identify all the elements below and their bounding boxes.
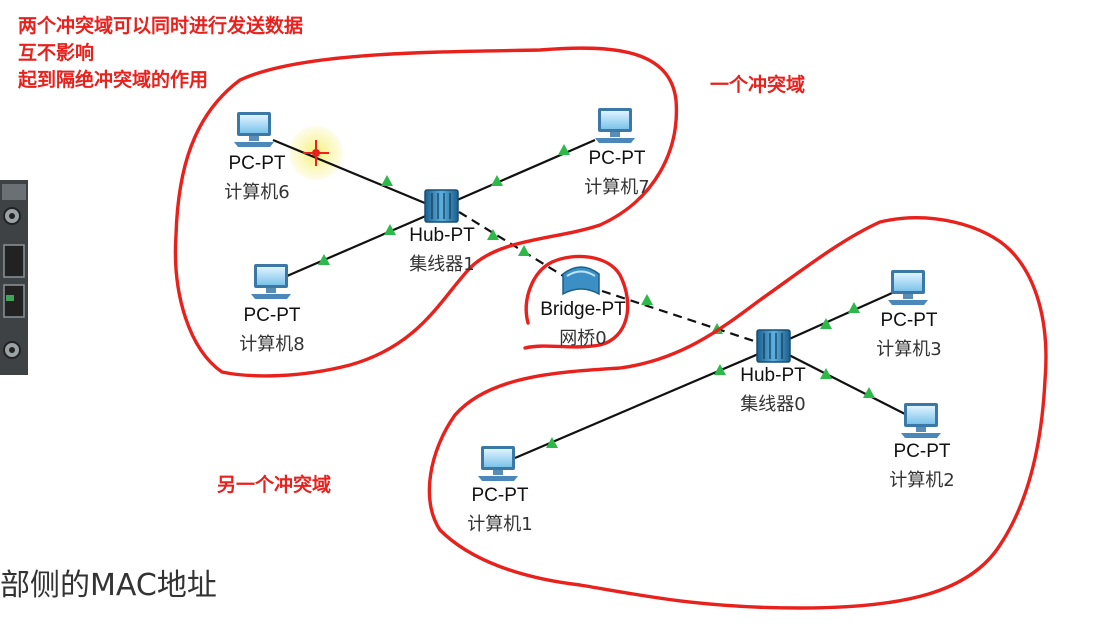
hub0-hub-icon[interactable] [756,329,791,363]
collision-domain-2-outline [427,216,1048,610]
pc3-type-label: PC-PT [880,310,938,331]
pc3-name-label[interactable]: 计算机3 [876,339,942,360]
pc8-computer-icon[interactable] [251,264,291,299]
link-hub0-pc2 [786,353,906,415]
link-light [714,364,726,375]
pc8-name-label[interactable]: 计算机8 [239,334,305,355]
hub1-type-label: Hub-PT [409,225,475,246]
annotation-line: 互不影响 [18,42,95,64]
pc7-name-label[interactable]: 计算机7 [584,177,650,198]
link-pc6-hub1 [272,138,433,208]
link-light [384,224,396,235]
hub1-hub-icon[interactable] [424,189,459,223]
link-light [518,245,530,256]
collision-domain-2-label: 另一个冲突域 [217,474,332,496]
link-light [641,294,653,305]
pc6-computer-icon[interactable] [234,112,274,147]
hub0-type-label: Hub-PT [740,365,806,386]
collision-domain-1-outline [173,46,679,378]
pc6-type-label: PC-PT [228,153,286,174]
link-light [820,368,832,379]
link-pc8-hub1 [286,213,429,278]
link-light [381,175,393,186]
link-light [491,175,503,186]
top-left-annotation: 两个冲突域可以同时进行发送数据 互不影响 起到隔绝冲突域的作用 [18,13,303,94]
pc2-computer-icon[interactable] [901,403,941,438]
pc3-computer-icon[interactable] [888,270,928,305]
annotation-line: 起到隔绝冲突域的作用 [18,69,209,91]
link-pc7-hub1 [447,138,596,206]
link-light [863,387,875,398]
cropped-hardware-image [0,180,28,375]
bridge0-bridge-icon[interactable] [562,266,600,296]
bridge-highlight-outline [523,254,630,350]
pc1-computer-icon[interactable] [478,446,518,481]
annotation-circles [173,46,1048,610]
pc1-name-label[interactable]: 计算机1 [467,514,533,535]
pc7-type-label: PC-PT [588,148,646,169]
link-light [487,229,499,240]
link-light [820,318,832,329]
link-light [318,254,330,265]
hub0-name-label[interactable]: 集线器0 [740,394,806,415]
hub1-name-label[interactable]: 集线器1 [409,254,475,275]
pc7-computer-icon[interactable] [595,108,635,143]
pc6-name-label[interactable]: 计算机6 [224,182,290,203]
slide-caption-text: 部侧的MAC地址 [0,568,217,603]
pc2-name-label[interactable]: 计算机2 [889,470,955,491]
bridge0-name-label[interactable]: 网桥0 [559,328,607,349]
bridge0-type-label: Bridge-PT [540,299,626,320]
pc8-type-label: PC-PT [243,305,301,326]
link-light [546,437,558,448]
collision-domain-1-label: 一个冲突域 [710,74,806,96]
link-light [848,302,860,313]
link-status-indicators [318,144,875,448]
link-hub0-pc3 [786,291,893,342]
cursor-crosshair-icon [303,140,329,166]
pc2-type-label: PC-PT [893,441,951,462]
link-bridge0-hub0 [601,289,764,346]
annotation-line: 两个冲突域可以同时进行发送数据 [18,15,304,37]
pc1-type-label: PC-PT [471,485,529,506]
link-light [558,144,570,155]
